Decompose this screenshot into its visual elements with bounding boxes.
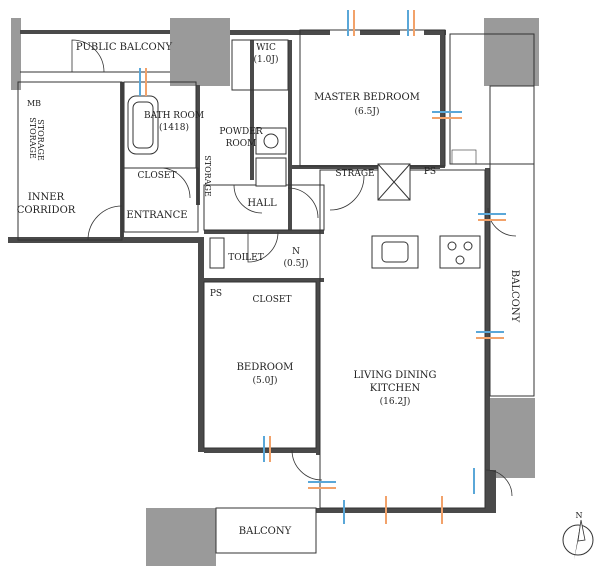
balcony-bottom-label: BALCONY (239, 526, 292, 537)
fixtures (127, 95, 481, 269)
ps-left-label: PS (210, 289, 222, 299)
mb-label: MB (27, 99, 41, 108)
powder-room-label-2: ROOM (226, 139, 257, 149)
washing-machine (255, 157, 287, 187)
n-size: (0.5J) (284, 258, 309, 269)
toilet-bowl (209, 237, 225, 269)
compass-icon: N (562, 511, 594, 560)
thin-outlines (17, 29, 535, 554)
bath-room-size: (1418) (159, 122, 189, 133)
public-balcony-label: PUBLIC BALCONY (76, 42, 173, 53)
powder-room-label-1: POWDER (219, 127, 262, 137)
hatch-area (451, 149, 477, 165)
toilet-label: TOILET (228, 253, 264, 263)
bath-room-label: BATH ROOM (144, 111, 204, 121)
ldk-label-2: KITCHEN (370, 383, 421, 394)
storage-left-label: STORAGE (28, 117, 37, 159)
storage-hall-label: STRAGE (335, 169, 374, 179)
master-bedroom-size: (6.5J) (355, 106, 380, 117)
entrance-label: ENTRANCE (126, 210, 187, 221)
bedroom-label: BEDROOM (237, 362, 294, 373)
inner-corridor-label-1: INNER (28, 192, 65, 203)
closet-entrance-label: CLOSET (138, 171, 177, 181)
storage-small-label: STORAGE (203, 155, 212, 197)
n-label: N (292, 247, 300, 257)
ldk-label-1: LIVING DINING (353, 370, 436, 381)
ldk-size: (16.2J) (380, 396, 411, 407)
inner-corridor-label-2: CORRIDOR (17, 205, 76, 216)
door-swings (71, 39, 517, 497)
interior-walls (8, 30, 496, 513)
window-arrows (139, 10, 506, 524)
storage-right-label: STORAGE (36, 119, 45, 161)
room-labels: PUBLIC BALCONY WIC (1.0J) MASTER BEDROOM… (17, 42, 520, 537)
wic-label: WIC (256, 43, 276, 53)
hall-label: HALL (247, 198, 277, 209)
compass-north-label: N (576, 511, 583, 520)
master-bedroom-label: MASTER BEDROOM (314, 92, 420, 103)
ps-top-label: PS (424, 167, 436, 177)
closet-bedroom-label: CLOSET (253, 295, 292, 305)
balcony-right-label: BALCONY (509, 270, 520, 323)
exterior-walls (11, 18, 539, 566)
wic-size: (1.0J) (254, 54, 279, 65)
bedroom-size: (5.0J) (253, 375, 278, 386)
